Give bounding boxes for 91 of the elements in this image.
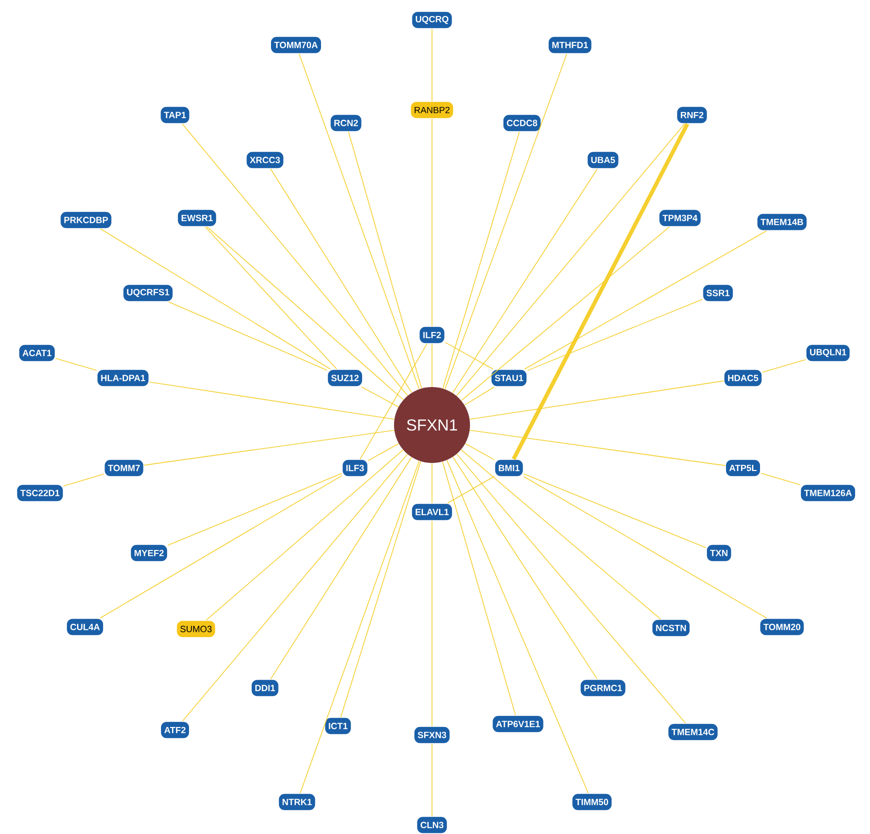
protein-node: ACAT1 [18,344,56,362]
interaction-line [270,168,412,394]
interaction-line [270,456,412,680]
protein-node: TIMM50 [572,793,612,811]
protein-node: TOMM20 [759,618,805,636]
interaction-line [148,382,395,420]
protein-node: TSC22D1 [16,484,64,502]
protein-node: TAP1 [160,106,190,124]
interaction-line [456,124,685,396]
interaction-line [360,344,428,460]
protein-node: ATP6V1E1 [492,715,544,733]
interaction-line [444,54,568,390]
interaction-line [348,132,422,389]
protein-node: TMEM14C [668,723,718,741]
interaction-line [460,449,661,620]
interaction-line [762,359,806,373]
interaction-line [100,228,331,370]
interaction-line [340,461,422,718]
protein-node: MTHFD1 [548,36,592,54]
interaction-line [168,473,342,546]
protein-node: SUMO3 [176,620,216,638]
protein-node: TPM3P4 [658,209,702,227]
interaction-line [361,386,399,408]
interaction-line [456,454,686,724]
interaction-line [452,168,598,394]
protein-node: NTRK1 [278,793,316,811]
interaction-line [447,476,495,504]
protein-node: CLN3 [416,816,448,834]
protein-node: TOMM7 [104,459,144,477]
protein-node: RNF2 [676,106,708,124]
interaction-line [526,298,703,371]
interaction-line [206,226,404,400]
interaction-line [182,124,408,396]
protein-node: UQCRFS1 [122,284,174,302]
protein-node: CUL4A [66,618,104,636]
protein-node: DDI1 [250,679,280,697]
protein-node: RCN2 [330,114,362,132]
interaction-line [204,226,338,370]
interaction-line [444,342,494,370]
protein-node: PRKCDBP [60,211,112,229]
protein-node: EWSR1 [177,209,217,227]
interaction-line [55,358,98,371]
interaction-line [63,474,104,486]
interaction-line [512,122,690,460]
protein-node: SSR1 [702,284,734,302]
interaction-line [168,302,328,371]
interaction-line [760,472,800,486]
protein-node: PGRMC1 [580,679,626,697]
protein-node: BMI1 [494,459,524,477]
interaction-line [523,476,768,618]
interaction-line [100,475,342,618]
protein-node: STAU1 [490,369,528,387]
protein-node: ICT1 [324,717,352,735]
protein-node: XRCC3 [246,151,284,169]
interaction-line [182,454,408,722]
protein-node: RANBP2 [410,101,454,119]
protein-node: ILF2 [418,326,446,344]
protein-node: TXN [706,544,732,562]
interaction-line [452,456,598,680]
protein-node: ELAVL1 [411,503,453,521]
interaction-line [523,474,706,548]
protein-node: UBQLN1 [806,344,850,362]
interaction-line [368,443,400,462]
protein-node: UBA5 [586,151,620,169]
protein-node: TMEM126A [800,484,856,502]
protein-node: CCDC8 [502,114,542,132]
interaction-line [298,54,420,390]
protein-node: UQCRQ [411,11,453,29]
interaction-line [469,380,724,420]
interaction-line [144,430,395,466]
protein-node: MYEF2 [130,544,168,562]
interaction-line [300,460,420,794]
protein-node: ATP5L [725,459,761,477]
interaction-line [469,430,726,466]
interaction-line [442,461,516,716]
protein-node: ATF2 [160,721,190,739]
interaction-line [206,450,404,620]
protein-node: ILF3 [342,459,368,477]
interaction-line [446,460,589,794]
interaction-line [464,386,495,406]
protein-node: HDAC5 [724,369,762,387]
protein-node: SFXN3 [414,726,450,744]
protein-node: SUZ12 [327,369,363,387]
protein-node: HLA-DPA1 [96,369,150,387]
interaction-line [464,443,495,460]
protein-node: TOMM70A [270,36,322,54]
interaction-line [524,230,767,370]
protein-node: NCSTN [652,619,690,637]
interaction-line [442,132,520,389]
interaction-line [460,226,670,401]
protein-node: TMEM14B [756,213,808,231]
